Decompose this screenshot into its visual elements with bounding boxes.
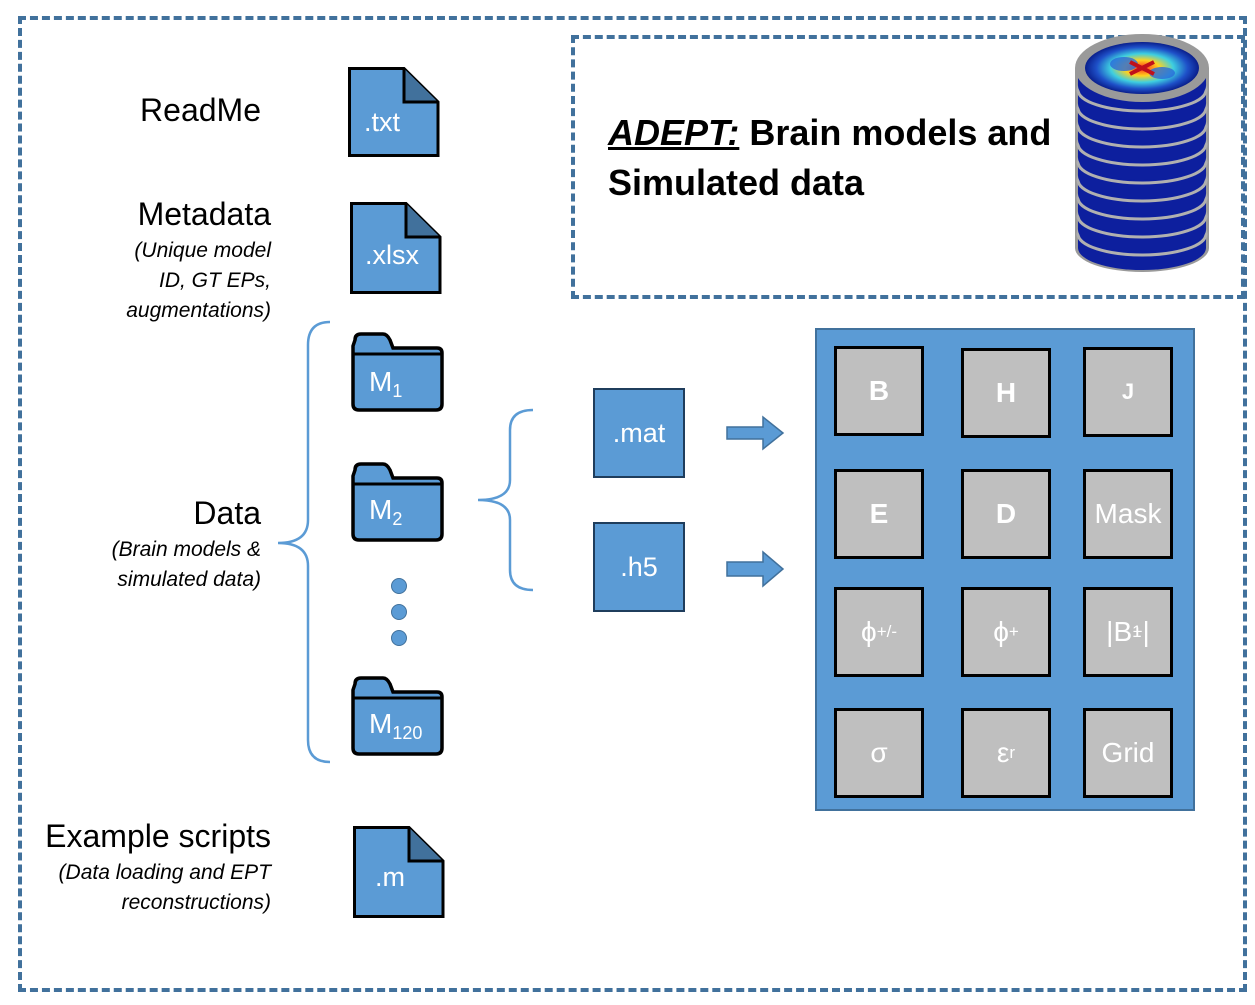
- h5-format-box[interactable]: .h5: [593, 522, 685, 612]
- field-d[interactable]: D: [961, 469, 1051, 559]
- title-adept: ADEPT:: [608, 112, 740, 153]
- field-h[interactable]: H: [961, 348, 1051, 438]
- ellipsis-dot-1: [391, 578, 407, 594]
- txt-extension: .txt: [364, 107, 401, 137]
- folder-m1-icon[interactable]: M1: [351, 332, 444, 412]
- mat-format-box[interactable]: .mat: [593, 388, 685, 478]
- field-grid[interactable]: Grid: [1083, 708, 1173, 798]
- ellipsis-dot-2: [391, 604, 407, 620]
- ellipsis-dot-3: [391, 630, 407, 646]
- m-extension: .m: [375, 862, 405, 892]
- folder-m120-label: M120: [369, 708, 423, 743]
- field-phi-plus-minus[interactable]: ϕ+/-: [834, 587, 924, 677]
- dataset-title: ADEPT: Brain models and Simulated data: [608, 108, 1051, 208]
- outer-dashed-frame: [18, 16, 1247, 992]
- title-line2: Simulated data: [608, 162, 865, 203]
- folder-m2-label: M2: [369, 494, 403, 529]
- field-e[interactable]: E: [834, 469, 924, 559]
- metadata-sublabel-2: ID, GT EPs,: [158, 269, 271, 292]
- metadata-sublabel-3: augmentations): [126, 299, 271, 322]
- txt-document-icon[interactable]: .txt: [348, 67, 440, 157]
- title-line1-rest: Brain models and: [739, 112, 1052, 153]
- field-b[interactable]: B: [834, 346, 924, 436]
- m-script-document-icon[interactable]: .m: [353, 826, 445, 918]
- scripts-sublabel-1: (Data loading and EPT: [58, 861, 271, 884]
- xlsx-document-icon[interactable]: .xlsx: [350, 202, 442, 294]
- data-sublabel-2: simulated data): [117, 568, 261, 591]
- data-label: Data: [193, 495, 261, 531]
- metadata-label: Metadata: [137, 196, 271, 232]
- field-phi-plus[interactable]: ϕ+: [961, 587, 1051, 677]
- metadata-sublabel-1: (Unique model: [134, 239, 271, 262]
- xlsx-extension: .xlsx: [365, 240, 419, 270]
- readme-label: ReadMe: [140, 92, 261, 128]
- field-j[interactable]: J: [1083, 347, 1173, 437]
- field-sigma[interactable]: σ: [834, 708, 924, 798]
- scripts-sublabel-2: reconstructions): [121, 891, 271, 914]
- folder-m1-label: M1: [369, 366, 403, 401]
- folder-m2-icon[interactable]: M2: [351, 462, 444, 542]
- title-dashed-frame: [571, 35, 1245, 299]
- folder-m120-icon[interactable]: M120: [351, 676, 444, 756]
- field-mask[interactable]: Mask: [1083, 469, 1173, 559]
- scripts-label: Example scripts: [45, 818, 271, 854]
- data-sublabel-1: (Brain models &: [111, 538, 261, 561]
